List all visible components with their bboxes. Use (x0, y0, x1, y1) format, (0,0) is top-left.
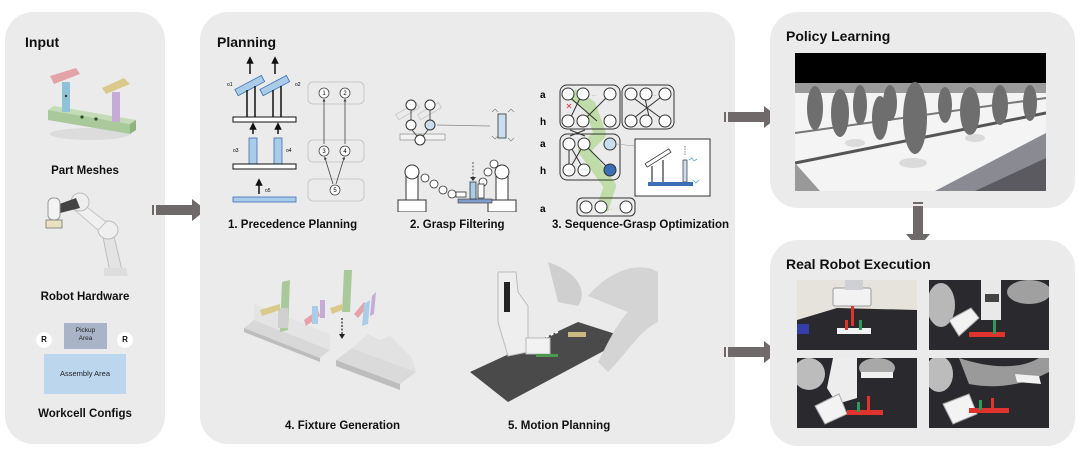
part-label-o1: o1 (227, 82, 233, 88)
graph-node-1: 1 (322, 91, 326, 97)
step-2-label: 2. Grasp Filtering (410, 219, 505, 231)
ellipsis-1: ... (592, 92, 596, 98)
row-label-a-2: a (540, 139, 546, 150)
row-label-h-1: h (540, 117, 546, 128)
input-panel-title: Input (25, 34, 60, 50)
assembly-area: Assembly Area (44, 354, 126, 394)
robot-hardware-image (45, 192, 128, 276)
row-label-a-1: a (540, 90, 546, 101)
assembly-area-label: Assembly Area (59, 369, 111, 378)
input-panel: Input Part Meshes Robot Hardware R R Pic… (5, 12, 165, 444)
real-robot-title: Real Robot Execution (786, 256, 931, 272)
step-4-label: 4. Fixture Generation (285, 420, 401, 432)
simulation-image (795, 53, 1046, 191)
arrow-input-to-planning (152, 199, 206, 221)
robot-marker-right: R (117, 332, 133, 348)
motion-planning-image (470, 262, 658, 402)
pickup-area-label-2: Area (78, 335, 93, 342)
real-robot-photo-2 (929, 280, 1049, 350)
robot-marker-label: R (41, 335, 47, 344)
part-label-o4: o4 (286, 148, 292, 154)
real-robot-photo-1 (797, 280, 917, 350)
grasp-filtering-diagram (394, 99, 517, 212)
step-5-label: 5. Motion Planning (508, 420, 611, 432)
fixture-generation-image (244, 270, 416, 390)
planning-panel: Planning o1 o2 o3 o4 o5 (200, 12, 735, 444)
robot-hardware-label: Robot Hardware (40, 291, 130, 303)
policy-learning-panel: Policy Learning (770, 12, 1075, 208)
sequence-grasp-diagram: a h a h a ... ... ... (540, 84, 711, 217)
part-label-o3: o3 (233, 148, 239, 154)
graph-node-3: 3 (322, 149, 326, 155)
ellipsis-3: ... (608, 206, 612, 212)
ellipsis-2: ... (652, 92, 656, 98)
workcell-configs-label: Workcell Configs (38, 408, 132, 420)
graph-node-5: 5 (333, 188, 337, 194)
pickup-area: Pickup Area (64, 323, 107, 349)
policy-learning-title: Policy Learning (786, 28, 891, 44)
part-meshes-image (48, 68, 136, 140)
robot-marker-label: R (122, 335, 128, 344)
robot-marker-left: R (36, 332, 52, 348)
real-robot-photo-3 (797, 358, 917, 428)
real-robot-panel: Real Robot Execution (770, 240, 1075, 446)
row-label-a-3: a (540, 204, 546, 215)
real-robot-photo-4 (929, 358, 1049, 428)
pickup-area-label-1: Pickup (75, 327, 96, 334)
part-label-o2: o2 (295, 82, 301, 88)
part-meshes-label: Part Meshes (51, 165, 119, 177)
precedence-planning-diagram: o1 o2 o3 o4 o5 1 2 3 4 5 (227, 56, 365, 203)
step-1-label: 1. Precedence Planning (228, 219, 358, 231)
graph-node-2: 2 (343, 91, 347, 97)
part-label-o5: o5 (265, 188, 271, 194)
step-3-label: 3. Sequence-Grasp Optimization (552, 219, 730, 231)
planning-panel-title: Planning (217, 34, 277, 50)
graph-node-4: 4 (343, 149, 347, 155)
row-label-h-2: h (540, 166, 546, 177)
